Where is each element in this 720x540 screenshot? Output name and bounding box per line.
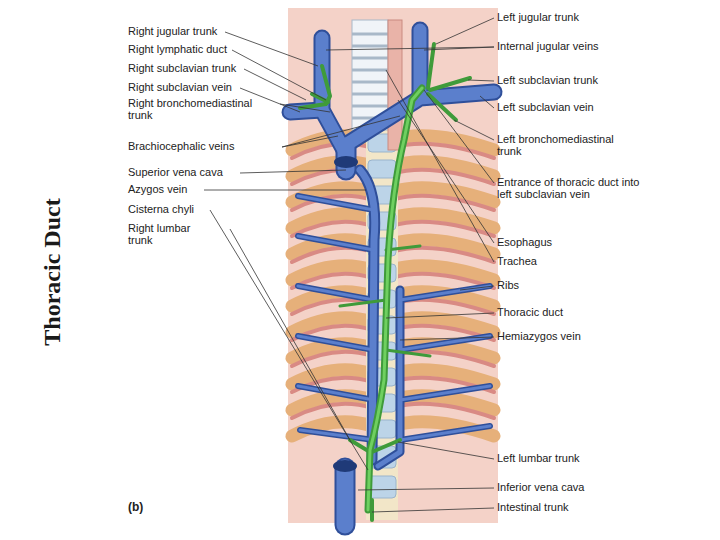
anatomy-label: Left jugular trunk [497, 11, 697, 23]
anatomy-label: Right bronchomediastinal trunk [128, 97, 276, 121]
leader-lines [204, 18, 494, 512]
lymphatic-vessels [300, 44, 470, 520]
anatomy-label: Left subclavian trunk [497, 74, 697, 86]
anatomy-label: Brachiocephalic veins [128, 140, 288, 152]
anatomy-label: Trachea [497, 255, 697, 267]
anatomy-label: Internal jugular veins [497, 40, 697, 52]
lymph-highlight [368, 88, 422, 510]
svc-opening [334, 156, 358, 168]
anatomy-label: Azygos vein [128, 183, 288, 195]
anatomy-label: Right subclavian trunk [128, 62, 288, 74]
anatomy-label: Hemiazygos vein [497, 330, 697, 342]
esophagus [388, 20, 402, 150]
vein-outlines [290, 30, 494, 525]
page-title: Thoracic Duct [37, 142, 67, 402]
anatomy-label: Left bronchomediastinal trunk [497, 133, 637, 157]
anatomy-label: Ribs [497, 279, 697, 291]
anatomy-label: Superior vena cava [128, 166, 288, 178]
ivc-opening [333, 460, 357, 472]
body-background [288, 8, 498, 523]
anatomy-label: Cisterna chyli [128, 203, 288, 215]
vein-fills [290, 30, 494, 525]
anatomy-label: Left lumbar trunk [497, 452, 697, 464]
figure-letter: (b) [128, 501, 168, 513]
anatomy-label: Esophagus [497, 236, 697, 248]
anatomy-label: Right jugular trunk [128, 25, 288, 37]
anatomy-label: Intestinal trunk [497, 501, 697, 513]
anatomy-label: Entrance of thoracic duct into left subc… [497, 176, 647, 200]
anatomy-label: Right lumbar trunk [128, 222, 208, 246]
anatomy-label: Left subclavian vein [497, 101, 697, 113]
anatomy-label: Right lymphatic duct [128, 43, 288, 55]
anatomy-label: Right subclavian vein [128, 81, 288, 93]
anatomy-label: Thoracic duct [497, 306, 697, 318]
anatomy-label: Inferior vena cava [497, 481, 697, 493]
